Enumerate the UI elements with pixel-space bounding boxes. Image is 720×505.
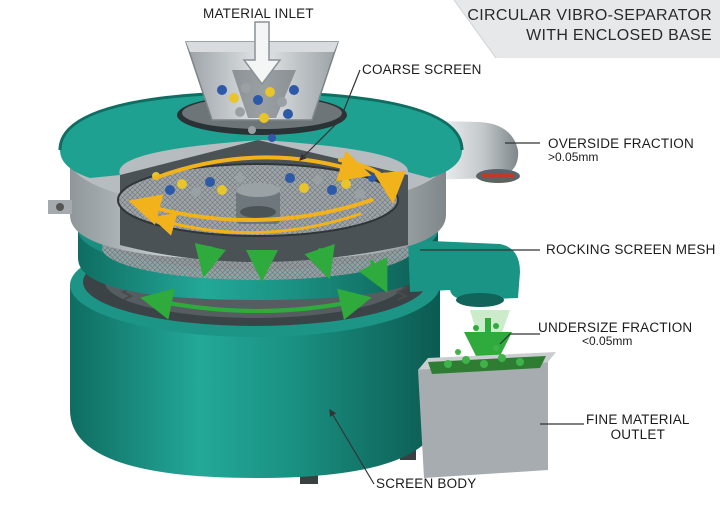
screen-body-text: SCREEN BODY <box>376 476 477 491</box>
undersize-fraction-text: UNDERSIZE FRACTION <box>538 320 693 335</box>
falling-fines <box>464 310 512 380</box>
label-material-inlet: MATERIAL INLET <box>203 6 314 21</box>
coarse-particles <box>152 172 376 199</box>
undersize-size-text: <0.05mm <box>582 334 633 349</box>
label-overside-fraction: OVERSIDE FRACTION >0.05mm <box>548 136 694 165</box>
label-fine-material-outlet: FINE MATERIAL OUTLET <box>586 412 690 442</box>
label-undersize-fraction: UNDERSIZE FRACTION <0.05mm <box>538 320 692 349</box>
label-screen-body: SCREEN BODY <box>376 476 476 491</box>
leader-lines <box>299 69 584 485</box>
title-banner: CIRCULAR VIBRO-SEPARATOR WITH ENCLOSED B… <box>454 0 720 58</box>
title-line-1: CIRCULAR VIBRO-SEPARATOR <box>467 7 712 24</box>
fine-material-outlet-line-1: FINE MATERIAL <box>586 412 690 427</box>
undersize-discharge-spout <box>408 240 520 307</box>
fine-material-bin <box>418 345 556 478</box>
rotation-flow-arrows <box>128 150 407 236</box>
overside-size-text: >0.05mm <box>548 150 599 165</box>
label-coarse-screen: COARSE SCREEN <box>362 62 482 77</box>
inlet-arrow <box>242 21 282 86</box>
title-banner-shape <box>453 0 720 59</box>
material-inlet-text: MATERIAL INLET <box>203 6 314 21</box>
overside-fraction-text: OVERSIDE FRACTION <box>548 136 694 151</box>
diagram-title: CIRCULAR VIBRO-SEPARATOR WITH ENCLOSED B… <box>467 6 712 46</box>
fine-flow-arrows <box>140 243 388 320</box>
hopper-particles <box>217 83 299 142</box>
coarse-screen-text: COARSE SCREEN <box>362 62 482 77</box>
title-line-2: WITH ENCLOSED BASE <box>526 27 712 44</box>
rocking-screen-mesh-text: ROCKING SCREEN MESH <box>546 242 716 257</box>
label-rocking-screen-mesh: ROCKING SCREEN MESH <box>546 242 716 257</box>
side-clamp <box>48 200 72 214</box>
fine-material-outlet-line-2: OUTLET <box>610 427 666 443</box>
